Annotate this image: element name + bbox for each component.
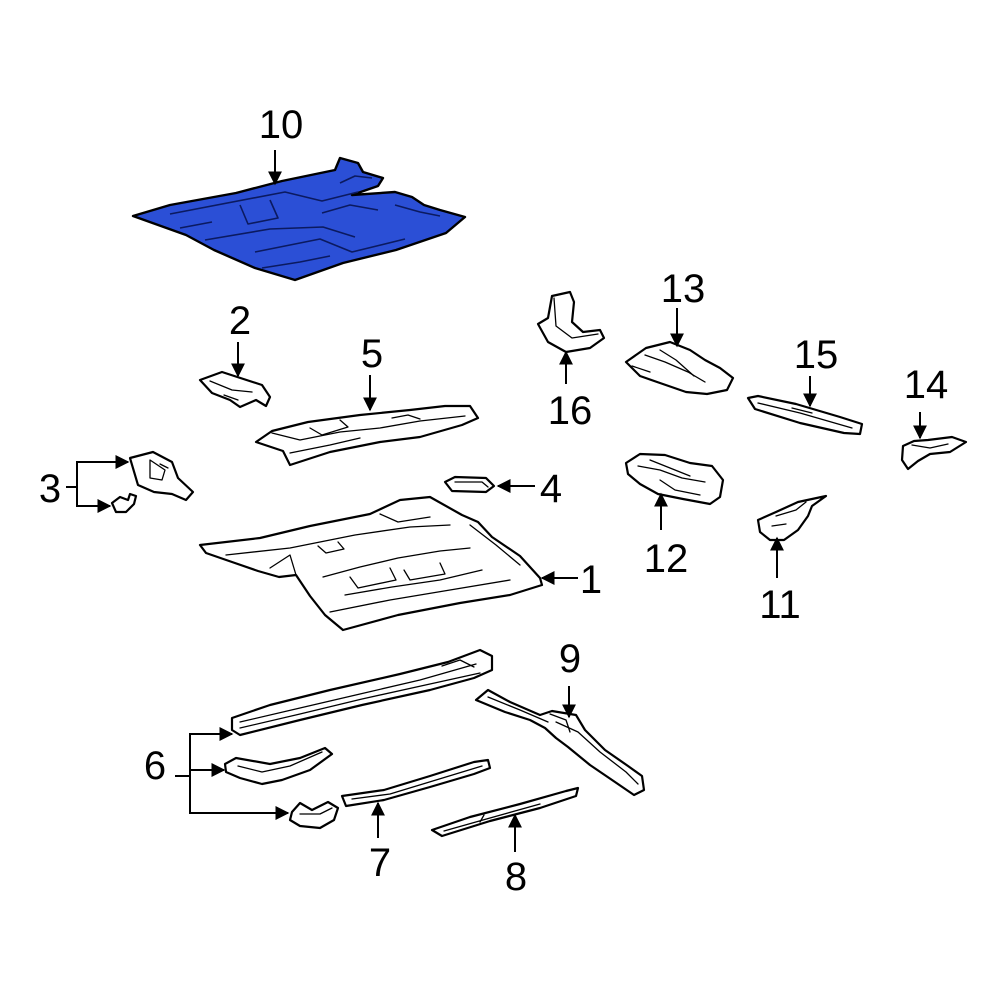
callout-16: 16 xyxy=(548,389,593,433)
part-16-bracket[interactable] xyxy=(536,290,606,354)
part-2-bracket[interactable] xyxy=(198,370,272,409)
part-6-rail[interactable] xyxy=(230,648,494,737)
callout-labels: 10 2 5 3 4 1 13 15 14 16 12 11 9 6 7 8 xyxy=(39,103,948,899)
callout-4: 4 xyxy=(540,467,562,511)
callout-11: 11 xyxy=(759,583,801,627)
part-9-rail[interactable] xyxy=(474,688,646,797)
callout-6: 6 xyxy=(144,744,166,788)
part-12-panel[interactable] xyxy=(624,452,725,506)
callout-3: 3 xyxy=(39,467,61,511)
callout-13: 13 xyxy=(661,267,706,311)
part-8-rail[interactable] xyxy=(430,786,580,838)
part-1-floor-pan[interactable] xyxy=(198,495,544,632)
part-10-carpet[interactable] xyxy=(131,156,467,282)
part-6-bracket-middle[interactable] xyxy=(223,746,334,786)
callout-8: 8 xyxy=(505,855,527,899)
callout-14: 14 xyxy=(904,363,949,407)
part-5-crossmember[interactable] xyxy=(254,404,480,467)
callout-7: 7 xyxy=(369,841,391,885)
part-13-panel[interactable] xyxy=(624,340,735,396)
part-6-bracket-lower[interactable] xyxy=(288,800,340,830)
callout-5: 5 xyxy=(361,332,383,376)
part-4-plate[interactable] xyxy=(443,475,496,494)
callout-10: 10 xyxy=(259,103,304,147)
callout-1: 1 xyxy=(580,558,602,602)
part-14-bracket[interactable] xyxy=(900,435,968,471)
part-11-bracket[interactable] xyxy=(756,494,828,542)
callout-2: 2 xyxy=(229,299,251,343)
leader-lines xyxy=(66,150,927,852)
part-15-reinforcement[interactable] xyxy=(746,394,864,436)
callout-15: 15 xyxy=(794,333,839,377)
part-3-bracket[interactable] xyxy=(128,450,195,502)
callout-12: 12 xyxy=(644,537,689,581)
part-7-rail[interactable] xyxy=(340,758,492,808)
callout-9: 9 xyxy=(559,637,581,681)
part-3-bolt[interactable] xyxy=(110,492,138,514)
